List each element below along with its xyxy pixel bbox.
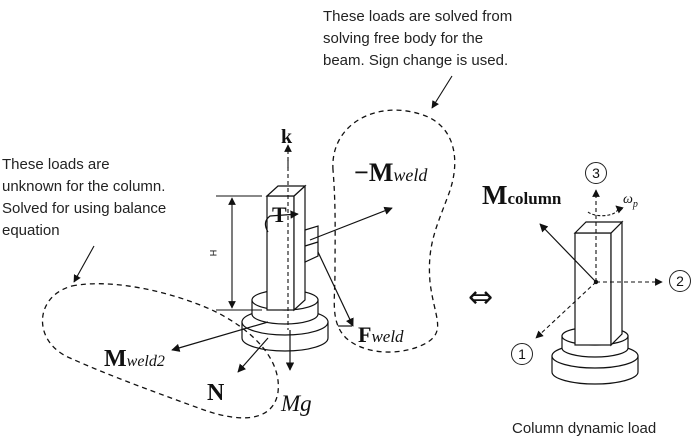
m-weld-arrow xyxy=(309,206,393,241)
axis-3-badge: 3 xyxy=(585,162,607,184)
beam-note-leader xyxy=(431,75,453,109)
torque-label: T xyxy=(272,202,287,227)
right-column-assembly xyxy=(551,220,639,385)
m-weld2-label: Mweld2 xyxy=(104,346,165,373)
f-weld-label: Fweld xyxy=(358,322,404,348)
neg-m-weld-sub: weld xyxy=(393,165,428,185)
axis-2-badge: 2 xyxy=(669,270,691,292)
n-label: N xyxy=(207,380,225,406)
m-column-label: Mcolumn xyxy=(482,180,561,211)
column-loads-bubble xyxy=(41,283,279,419)
column-top xyxy=(265,185,307,197)
beam-loads-note: These loads are solved from solving free… xyxy=(323,8,513,69)
neg-m-weld-main: −M xyxy=(354,158,394,187)
height-label: H xyxy=(208,249,219,257)
m-column-sub: column xyxy=(507,189,562,208)
mg-label: Mg xyxy=(281,391,312,416)
column-loads-note: These loads are unknown for the column. … xyxy=(2,156,167,239)
neg-m-weld-label: −Mweld xyxy=(354,158,427,188)
axis-1-badge: 1 xyxy=(511,343,533,365)
f-weld-arrow xyxy=(317,251,354,327)
equivalence-symbol: ⇔ xyxy=(468,280,494,315)
beam-loads-bubble xyxy=(332,109,456,353)
omega-sub: p xyxy=(632,198,638,210)
column-note-leader xyxy=(73,245,95,283)
m-weld2-sub: weld2 xyxy=(126,353,165,370)
f-weld-main: F xyxy=(358,322,372,347)
n-arrow xyxy=(237,337,269,373)
omega-label: ωp xyxy=(623,192,638,210)
omega-curl xyxy=(587,205,624,217)
column-side xyxy=(293,184,306,312)
caption: Column dynamic load xyxy=(512,420,657,437)
m-column-main: M xyxy=(482,180,508,210)
torque-curl xyxy=(264,210,299,233)
height-dimension xyxy=(216,195,262,311)
omega-main: ω xyxy=(623,192,633,207)
m-weld2-main: M xyxy=(104,346,127,372)
k-label: k xyxy=(281,126,293,148)
right-column-front xyxy=(574,232,612,346)
f-weld-sub: weld xyxy=(371,327,404,346)
m-column-arrow xyxy=(539,223,597,283)
m-weld2-arrow xyxy=(171,321,269,352)
